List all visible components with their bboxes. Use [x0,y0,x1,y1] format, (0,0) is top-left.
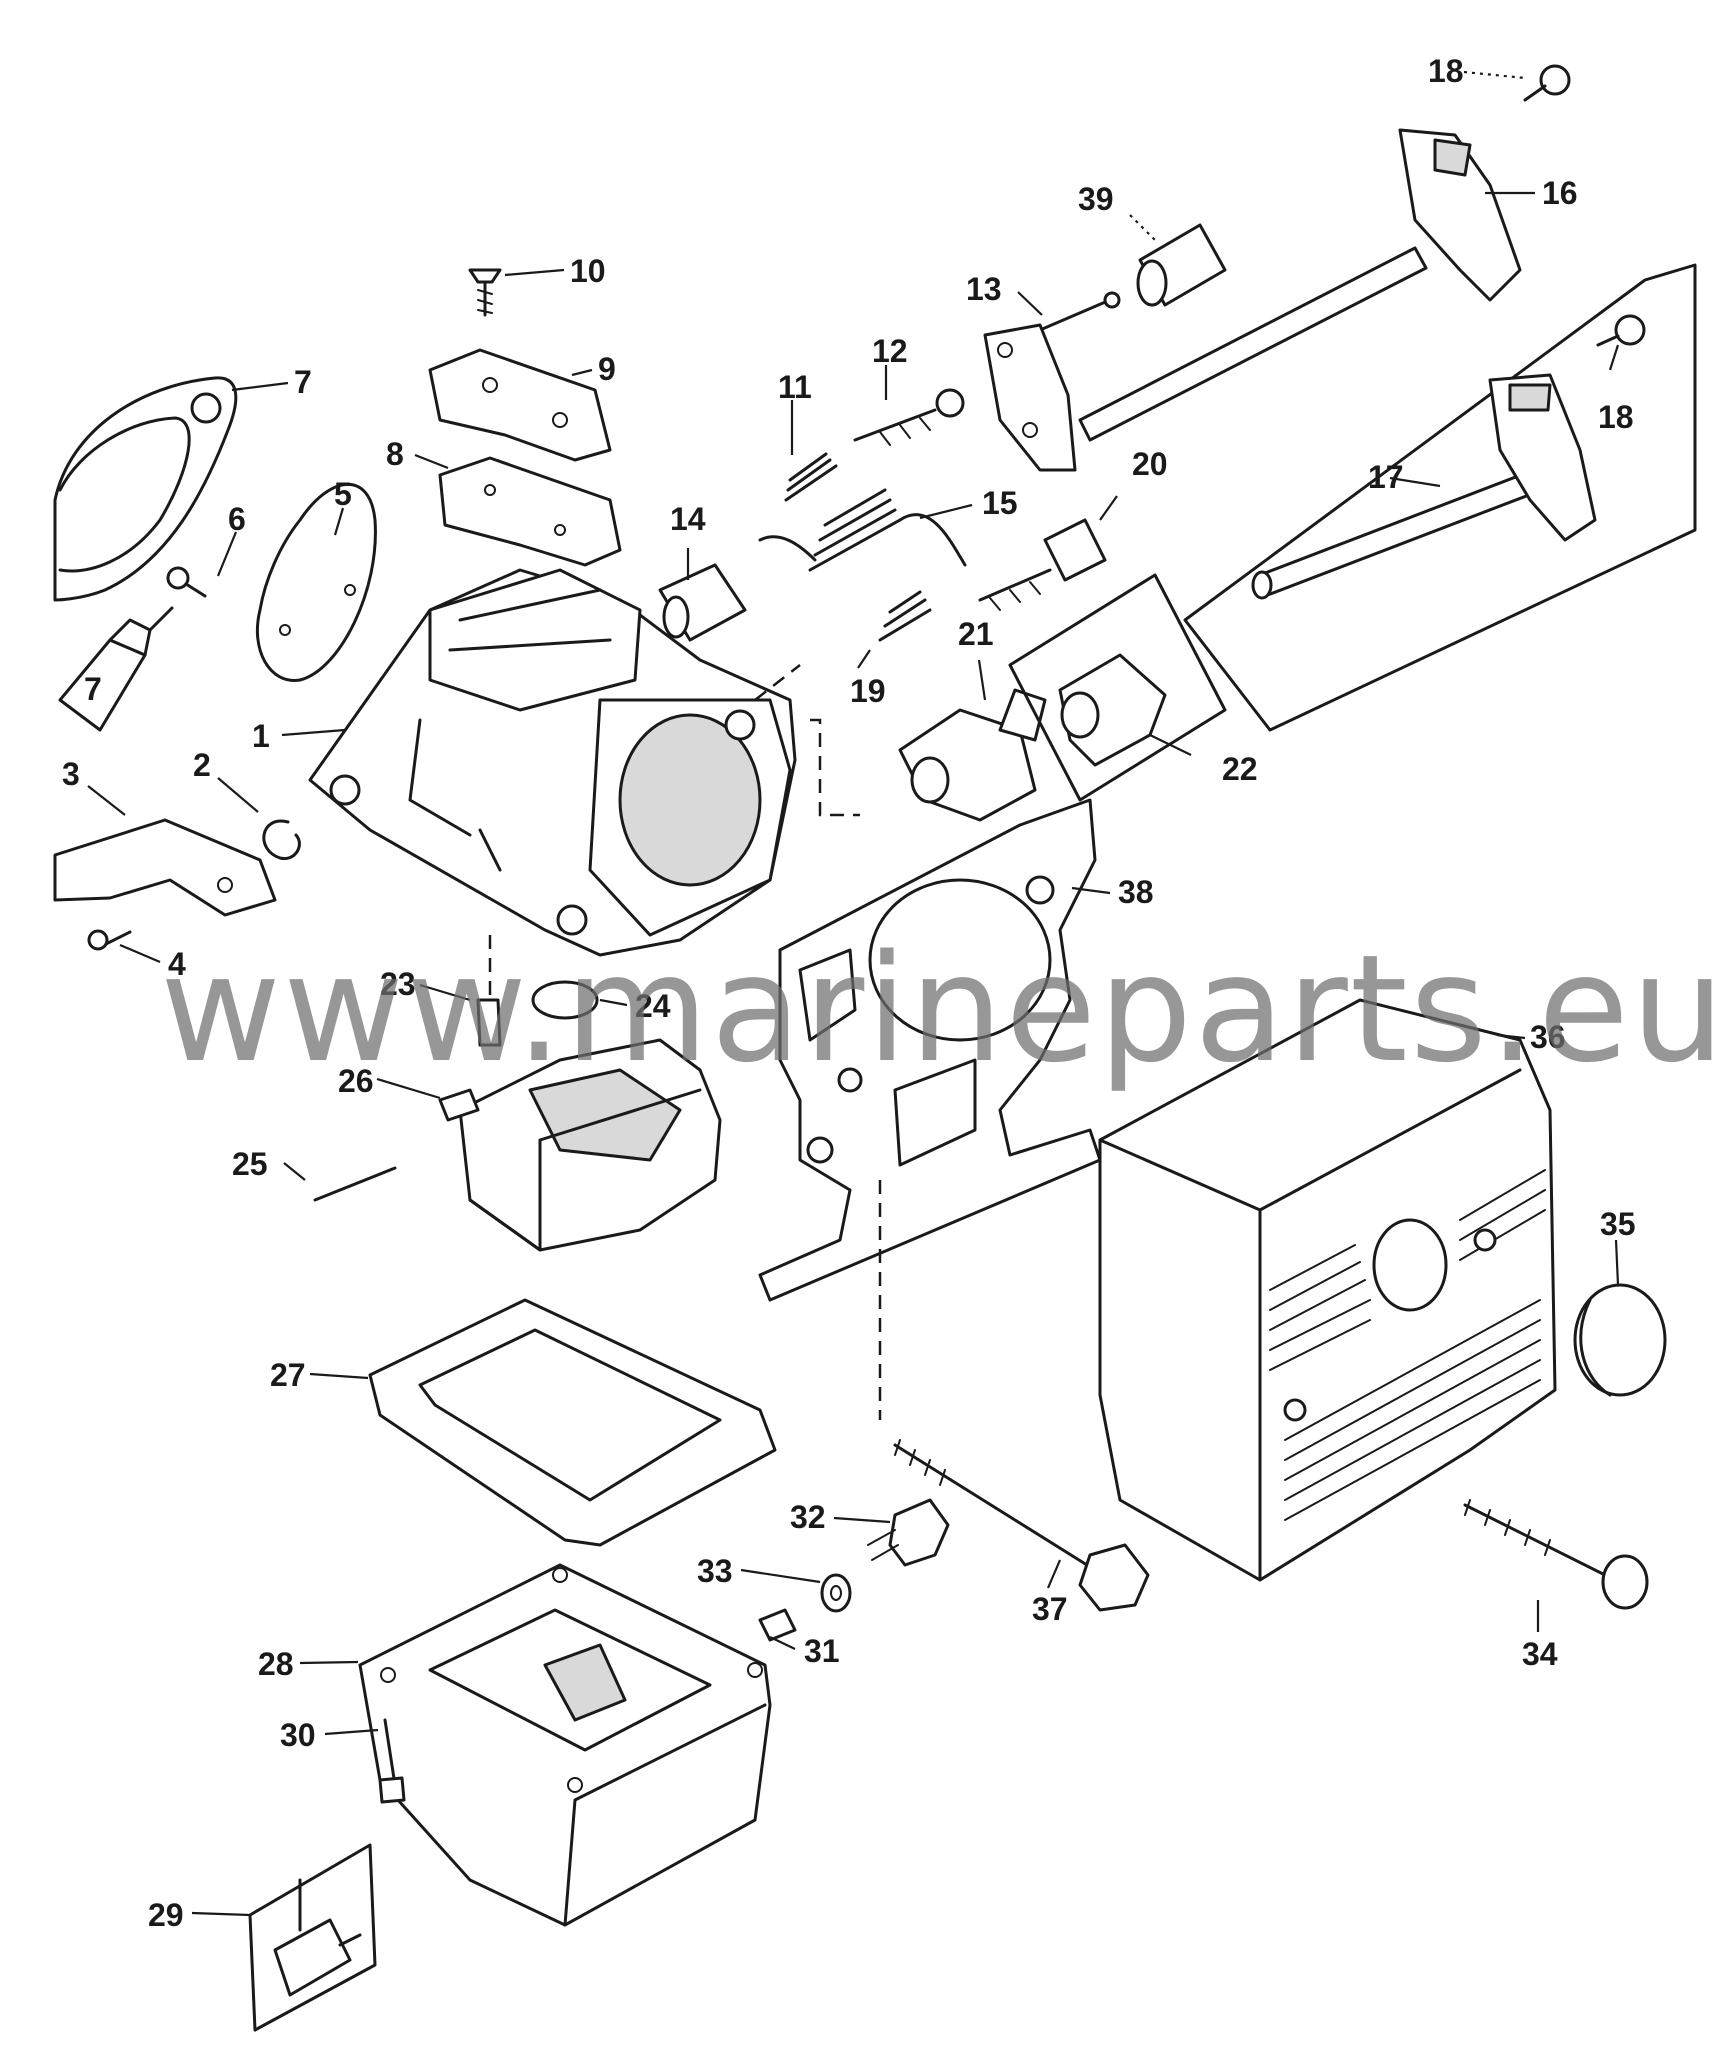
callout-16: 16 [1542,175,1578,211]
part-1-carburetor-body [308,568,797,957]
callout-34: 34 [1522,1636,1558,1672]
assembly-line-valve [754,664,801,701]
part-24-washer [531,980,599,1020]
part-12-needle [853,388,965,446]
callout-21: 21 [958,616,994,652]
callout-3: 3 [62,756,80,792]
part-16-throttle-shaft [983,128,1522,472]
callout-14: 14 [670,501,706,537]
callout-31: 31 [804,1633,840,1669]
part-18-screw-top [1523,64,1571,102]
part-23-needle-valve [476,998,502,1047]
part-3-bracket [53,818,277,917]
part-32-plug [867,1498,950,1567]
callout-26: 26 [338,1063,374,1099]
callout-17: 17 [1368,459,1404,495]
part-9-cover-plate [428,348,612,462]
callout-33: 33 [697,1553,733,1589]
part-20-adjusting-screw [978,518,1107,611]
callout-39: 39 [1078,181,1114,217]
callout-27: 27 [270,1357,306,1393]
callout-20: 20 [1132,446,1168,482]
callout-37: 37 [1032,1591,1068,1627]
callout-8: 8 [386,436,404,472]
part-31-jet [758,1608,797,1642]
part-29-fitting-box [248,1843,377,2032]
callout-13: 13 [966,271,1002,307]
callout-23: 23 [380,966,416,1002]
callout-32: 32 [790,1499,826,1535]
assembly-line-fitting [810,718,860,817]
part-39-bushing [1136,223,1227,307]
callout-1: 1 [252,718,270,754]
part-27-bowl-gasket [368,1298,777,1547]
callout-29: 29 [148,1897,184,1933]
callout-7: 7 [294,364,312,400]
callout-5: 5 [334,476,352,512]
callout-18-box: 18 [1598,399,1634,435]
part-25-pin [313,1166,397,1202]
callout-38: 38 [1118,874,1154,910]
callout-19: 19 [850,673,886,709]
callout-labels: 1 2 3 4 5 6 7 8 9 10 11 12 13 14 15 16 1… [62,53,1636,1933]
leader-lines [87,70,1620,1917]
callout-24: 24 [635,988,671,1024]
part-28-float-bowl [358,1563,772,1927]
callout-35: 35 [1600,1206,1636,1242]
callout-12: 12 [872,333,908,369]
part-34-screw [1463,1499,1649,1610]
callout-4: 4 [168,946,186,982]
part-26-float [438,1038,722,1252]
part-38-gasket [758,798,1102,1302]
part-8-gasket-plate [438,456,622,567]
part-13-pin [1038,291,1121,332]
callout-15: 15 [982,485,1018,521]
tube-label: 7 [84,671,102,707]
part-2-clip [262,819,301,861]
part-22-valve-box [1008,573,1227,802]
callout-25: 25 [232,1146,268,1182]
sealant-tube: 7 [58,606,174,732]
part-10-screw [468,268,502,317]
callout-10: 10 [570,253,606,289]
part-35-plug [1573,1283,1667,1397]
part-15-spring [758,488,967,572]
part-11-spring [784,452,838,502]
part-18-screw-box [1596,314,1646,347]
callout-22: 22 [1222,751,1258,787]
part-17-shaft-box [1183,263,1697,732]
part-7-gasket [53,376,238,602]
part-30-screw [378,1718,406,1804]
part-5-diaphragm [255,482,377,682]
callout-29-30: 30 [280,1717,316,1753]
callout-36: 36 [1530,1019,1566,1055]
callout-11: 11 [778,369,812,405]
callout-6: 6 [228,501,246,537]
part-6-screw [166,566,207,598]
callout-28: 28 [258,1646,294,1682]
part-19-spring [878,590,932,642]
watermark-text: www.marineparts.eu [160,923,1725,1095]
part-21-fitting [898,688,1047,822]
callout-2: 2 [193,747,211,783]
part-14-valve [658,563,747,642]
part-33-washer [820,1573,852,1613]
part-36-cover [1098,998,1557,1582]
callout-9: 9 [598,351,616,387]
part-4-screw [87,929,132,951]
callout-18-top: 18 [1428,53,1464,89]
part-37-bolt [893,1439,1150,1612]
